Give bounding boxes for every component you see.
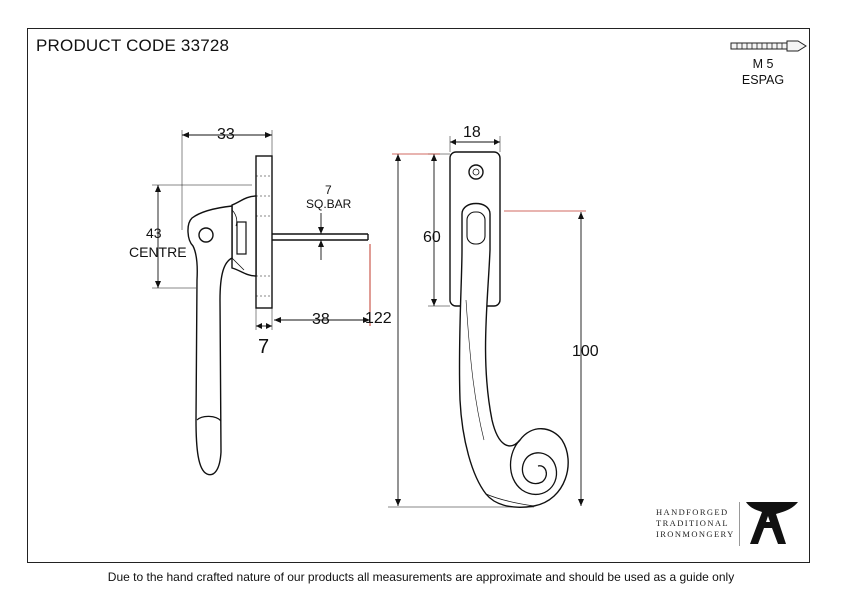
brand-text: HANDFORGED TRADITIONAL IRONMONGERY	[656, 507, 734, 540]
brand-line-3: IRONMONGERY	[656, 529, 735, 539]
dim-bar-length: 38	[312, 311, 330, 328]
dim-depth: 33	[217, 126, 235, 143]
screw-type: ESPAG	[741, 73, 785, 87]
brand-divider	[739, 502, 740, 546]
dim-overall-height: 122	[365, 310, 392, 327]
dim-width: 18	[463, 124, 481, 141]
side-dimensions	[152, 130, 371, 330]
dim-centre-label: CENTRE	[129, 244, 187, 260]
dim-bar-label: SQ.BAR	[306, 197, 352, 211]
dim-centre-value: 43	[146, 225, 162, 241]
anvil-logo	[746, 502, 798, 544]
dim-bar-size: 7	[325, 183, 332, 197]
screw-spec: M 5 ESPAG	[730, 56, 796, 88]
disclaimer: Due to the hand crafted nature of our pr…	[107, 570, 735, 584]
brand-line-2: TRADITIONAL	[656, 518, 729, 528]
product-code: PRODUCT CODE 33728	[36, 36, 230, 55]
side-view	[187, 155, 369, 476]
drawing-frame	[27, 28, 810, 563]
dim-handle-length: 100	[572, 343, 599, 360]
screw-size: M 5	[752, 57, 774, 71]
dim-plate-thickness: 7	[258, 336, 270, 358]
dim-plate-height: 60	[423, 229, 441, 246]
screw-icon	[730, 40, 807, 52]
front-dimensions	[388, 136, 586, 508]
front-view	[449, 151, 569, 508]
brand-line-1: HANDFORGED	[656, 507, 729, 517]
